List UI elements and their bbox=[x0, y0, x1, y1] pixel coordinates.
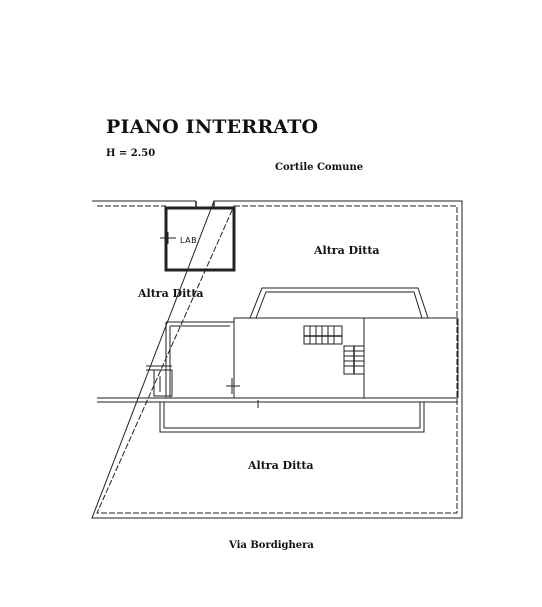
ceiling-height-note: H = 2.50 bbox=[106, 148, 156, 159]
stairs-lower bbox=[343, 345, 365, 375]
courtyard-label: Cortile Comune bbox=[275, 162, 364, 173]
outer-wall-inner bbox=[96, 205, 458, 514]
lab-fixture bbox=[160, 232, 176, 244]
lab-label: LAB. bbox=[180, 236, 201, 245]
plan-title: PIANO INTERRATO bbox=[106, 116, 319, 138]
outer-wall bbox=[91, 200, 463, 519]
ramp bbox=[249, 287, 429, 319]
room-label-northeast: Altra Ditta bbox=[314, 244, 380, 257]
room-label-south: Altra Ditta bbox=[248, 459, 314, 472]
central-block bbox=[165, 317, 458, 398]
ramp-inner bbox=[255, 291, 423, 319]
central-block-inner bbox=[169, 325, 230, 398]
lab-door bbox=[195, 201, 215, 208]
lab-room bbox=[164, 206, 236, 272]
corridor bbox=[159, 402, 425, 433]
fixture-center bbox=[226, 378, 240, 394]
divider-wall bbox=[97, 397, 458, 403]
stairs-upper bbox=[303, 325, 343, 345]
entry-stair bbox=[146, 365, 173, 397]
room-label-west: Altra Ditta bbox=[138, 287, 204, 300]
street-label: Via Bordighera bbox=[229, 540, 314, 551]
